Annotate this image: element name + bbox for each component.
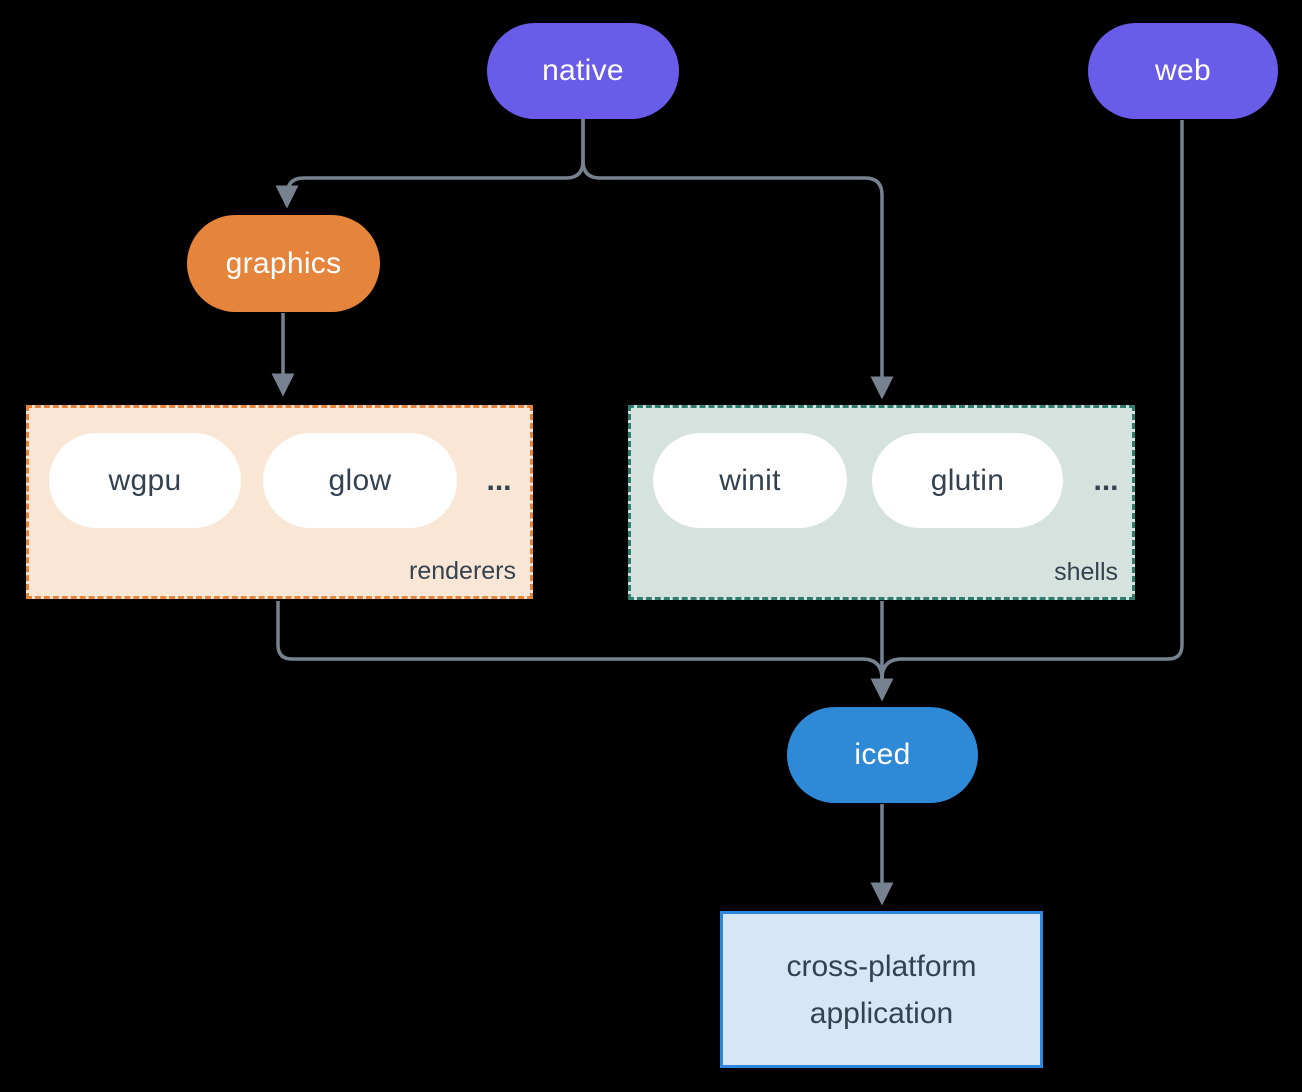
node-winit: winit	[653, 433, 847, 528]
group-renderers-label: renderers	[409, 557, 516, 585]
edge-renderers-merge	[276, 601, 884, 680]
edge-native-graphics	[275, 119, 585, 209]
group-shells-label: shells	[1054, 558, 1118, 586]
edge-web-merge	[880, 120, 1184, 680]
node-iced-label: iced	[854, 738, 911, 771]
shells-ellipsis: ...	[1093, 463, 1119, 497]
app-label-line1: cross-platform	[786, 949, 977, 983]
node-cross-platform-application: cross-platform application	[720, 911, 1043, 1068]
node-graphics-label: graphics	[225, 246, 342, 280]
group-renderers: wgpu glow ... renderers	[26, 405, 533, 599]
node-web-label: web	[1155, 54, 1211, 87]
node-glutin-label: glutin	[930, 463, 1005, 497]
renderers-ellipsis: ...	[486, 463, 512, 497]
node-glow-label: glow	[328, 463, 392, 497]
group-shells: winit glutin ... shells	[628, 405, 1135, 600]
node-web: web	[1088, 23, 1278, 119]
app-label-line2: application	[809, 996, 954, 1030]
node-wgpu: wgpu	[49, 433, 241, 528]
node-winit-label: winit	[719, 463, 781, 497]
edge-native-shells	[581, 119, 894, 400]
node-wgpu-label: wgpu	[108, 463, 182, 497]
node-native-label: native	[542, 54, 624, 87]
node-glow: glow	[263, 433, 457, 528]
node-native: native	[487, 23, 679, 119]
node-graphics: graphics	[187, 215, 380, 312]
node-iced: iced	[787, 707, 978, 803]
node-glutin: glutin	[872, 433, 1063, 528]
